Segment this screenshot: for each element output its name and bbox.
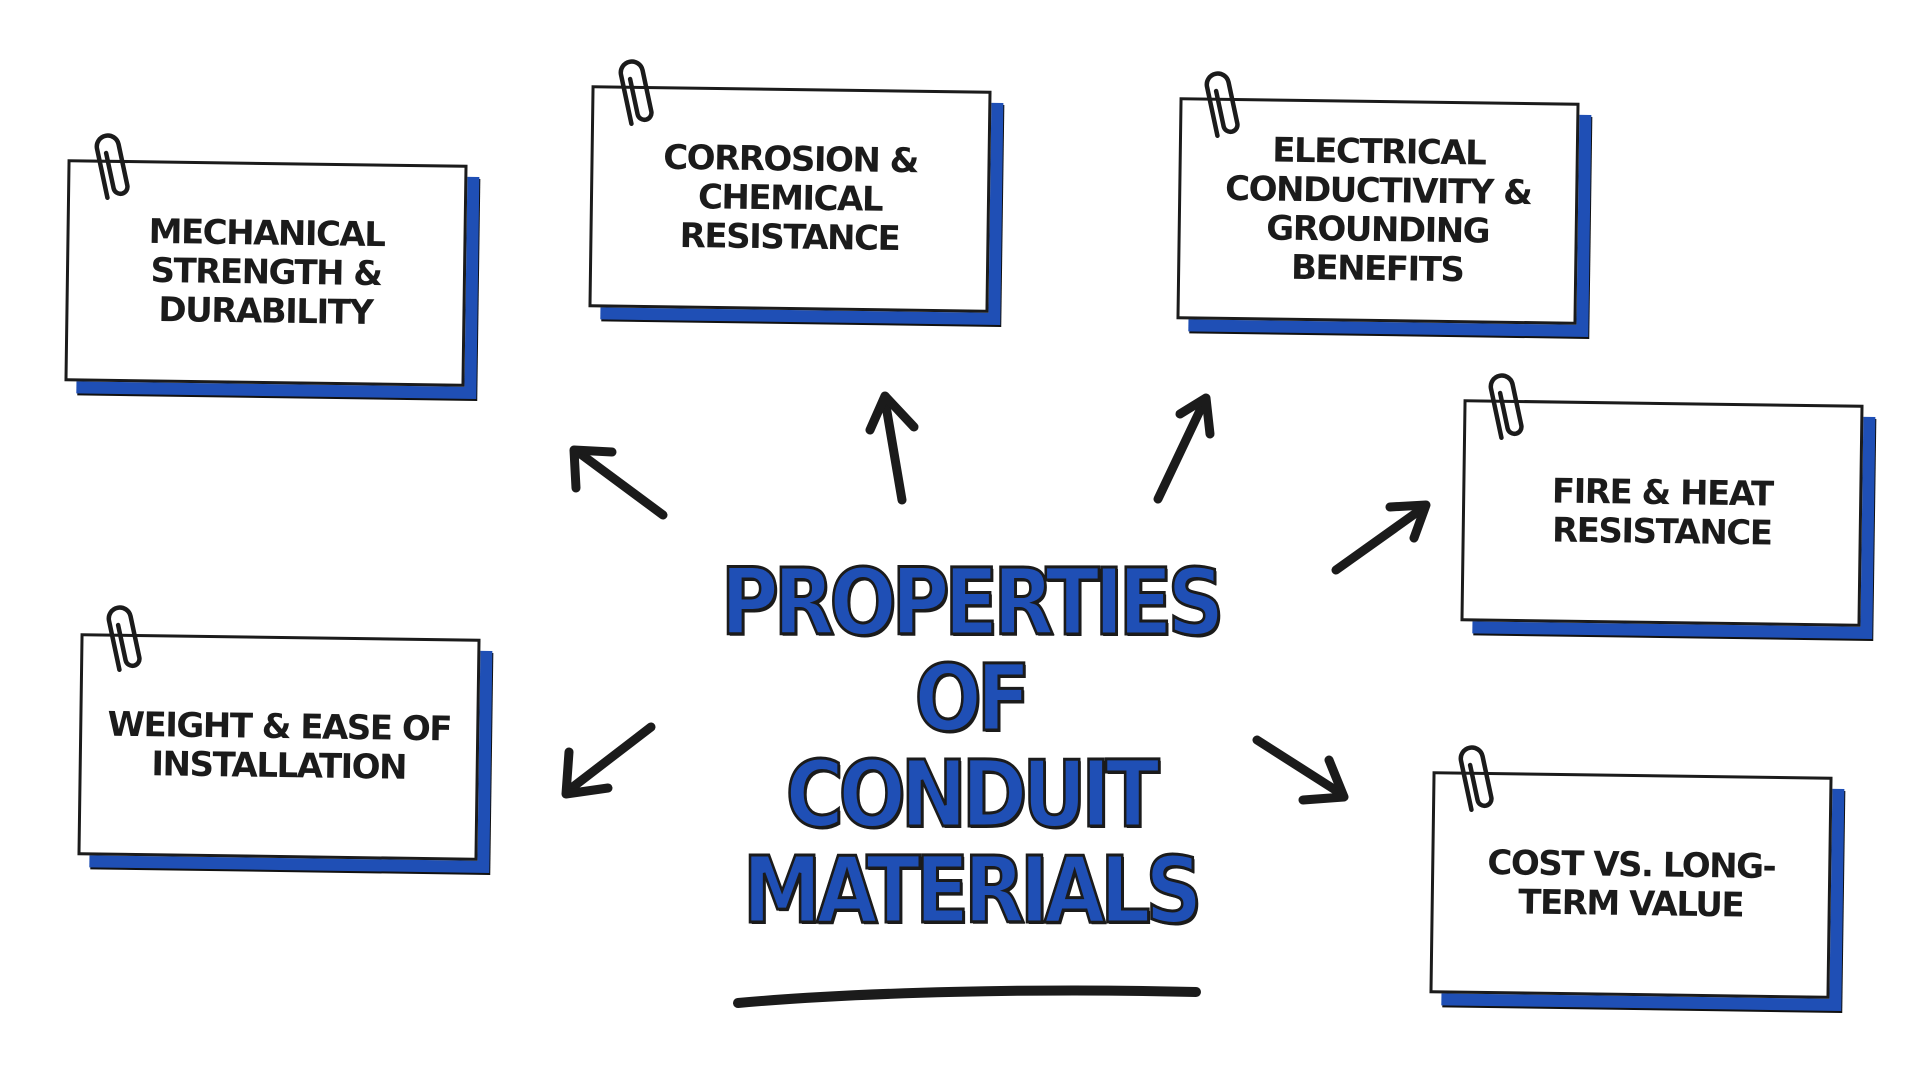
paperclip-icon [1458, 745, 1494, 812]
title-line: CONDUIT [784, 741, 1160, 848]
title-line: MATERIALS [742, 837, 1204, 944]
paperclip-icon [106, 605, 142, 672]
arrow-icon [1153, 393, 1215, 504]
diagram-title: PROPERTIES OF CONDUIT MATERIALS [686, 549, 1254, 944]
arrow-icon [1252, 735, 1349, 805]
title-line: PROPERTIES OF [719, 549, 1225, 752]
arrow-icon [1331, 500, 1431, 575]
arrow-icon [561, 722, 656, 799]
arrow-icon [865, 391, 919, 505]
paperclip-icon [1488, 373, 1524, 440]
paperclip-icon [618, 59, 654, 126]
paperclip-icon [1204, 71, 1240, 138]
arrow-icon [569, 445, 668, 520]
title-underline [733, 985, 1201, 1008]
paperclip-icon [94, 133, 130, 200]
